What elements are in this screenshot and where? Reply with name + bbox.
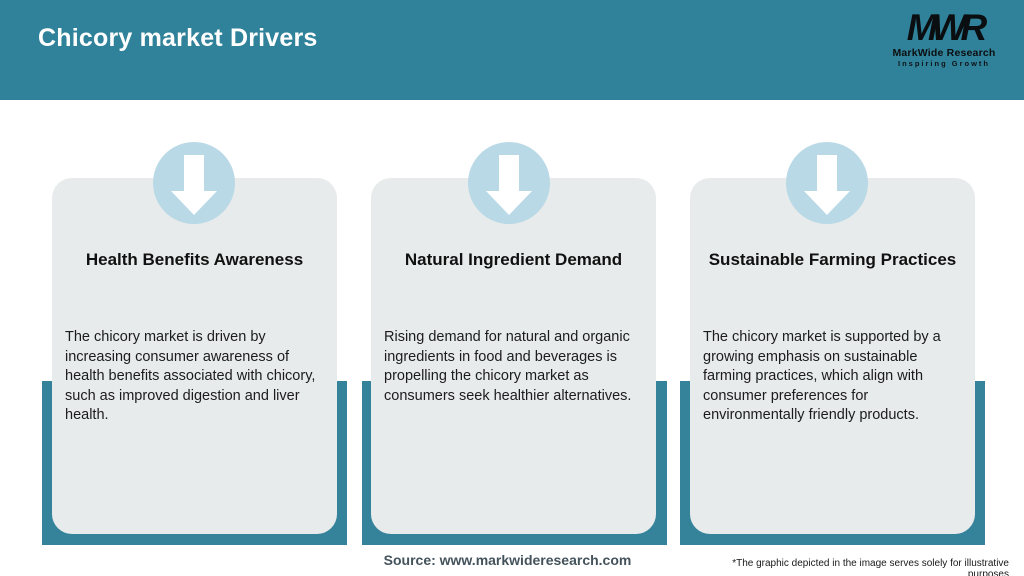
driver-card-natural-ingredient: Natural Ingredient Demand Rising demand … [371,178,656,534]
down-arrow-icon [153,142,235,224]
down-arrow-icon [468,142,550,224]
page-title: Chicory market Drivers [38,24,318,52]
header-bar: Chicory market Drivers MWR MarkWide Rese… [0,0,1024,100]
source-attribution: Source: www.markwideresearch.com [383,552,632,568]
arrow-badge [468,142,550,224]
arrow-badge [153,142,235,224]
markwide-logo: MWR MarkWide Research Inspiring Growth [884,8,1004,69]
driver-card-health-benefits: Health Benefits Awareness The chicory ma… [52,178,337,534]
down-arrow-icon [786,142,868,224]
logo-tagline: Inspiring Growth [898,59,990,68]
card-title: Sustainable Farming Practices [708,250,957,269]
card-title: Natural Ingredient Demand [404,250,623,269]
card-body-text: The chicory market is supported by a gro… [703,329,941,423]
disclaimer-note: *The graphic depicted in the image serve… [732,558,1009,576]
card-body-text: The chicory market is driven by increasi… [65,329,316,423]
card-title: Health Benefits Awareness [85,250,304,269]
logo-monogram-icon: MWR [906,7,987,48]
arrow-badge [786,142,868,224]
driver-card-sustainable-farming: Sustainable Farming Practices The chicor… [690,178,975,534]
card-body-text: Rising demand for natural and organic in… [384,329,632,404]
logo-company-name: MarkWide Research [892,47,996,59]
